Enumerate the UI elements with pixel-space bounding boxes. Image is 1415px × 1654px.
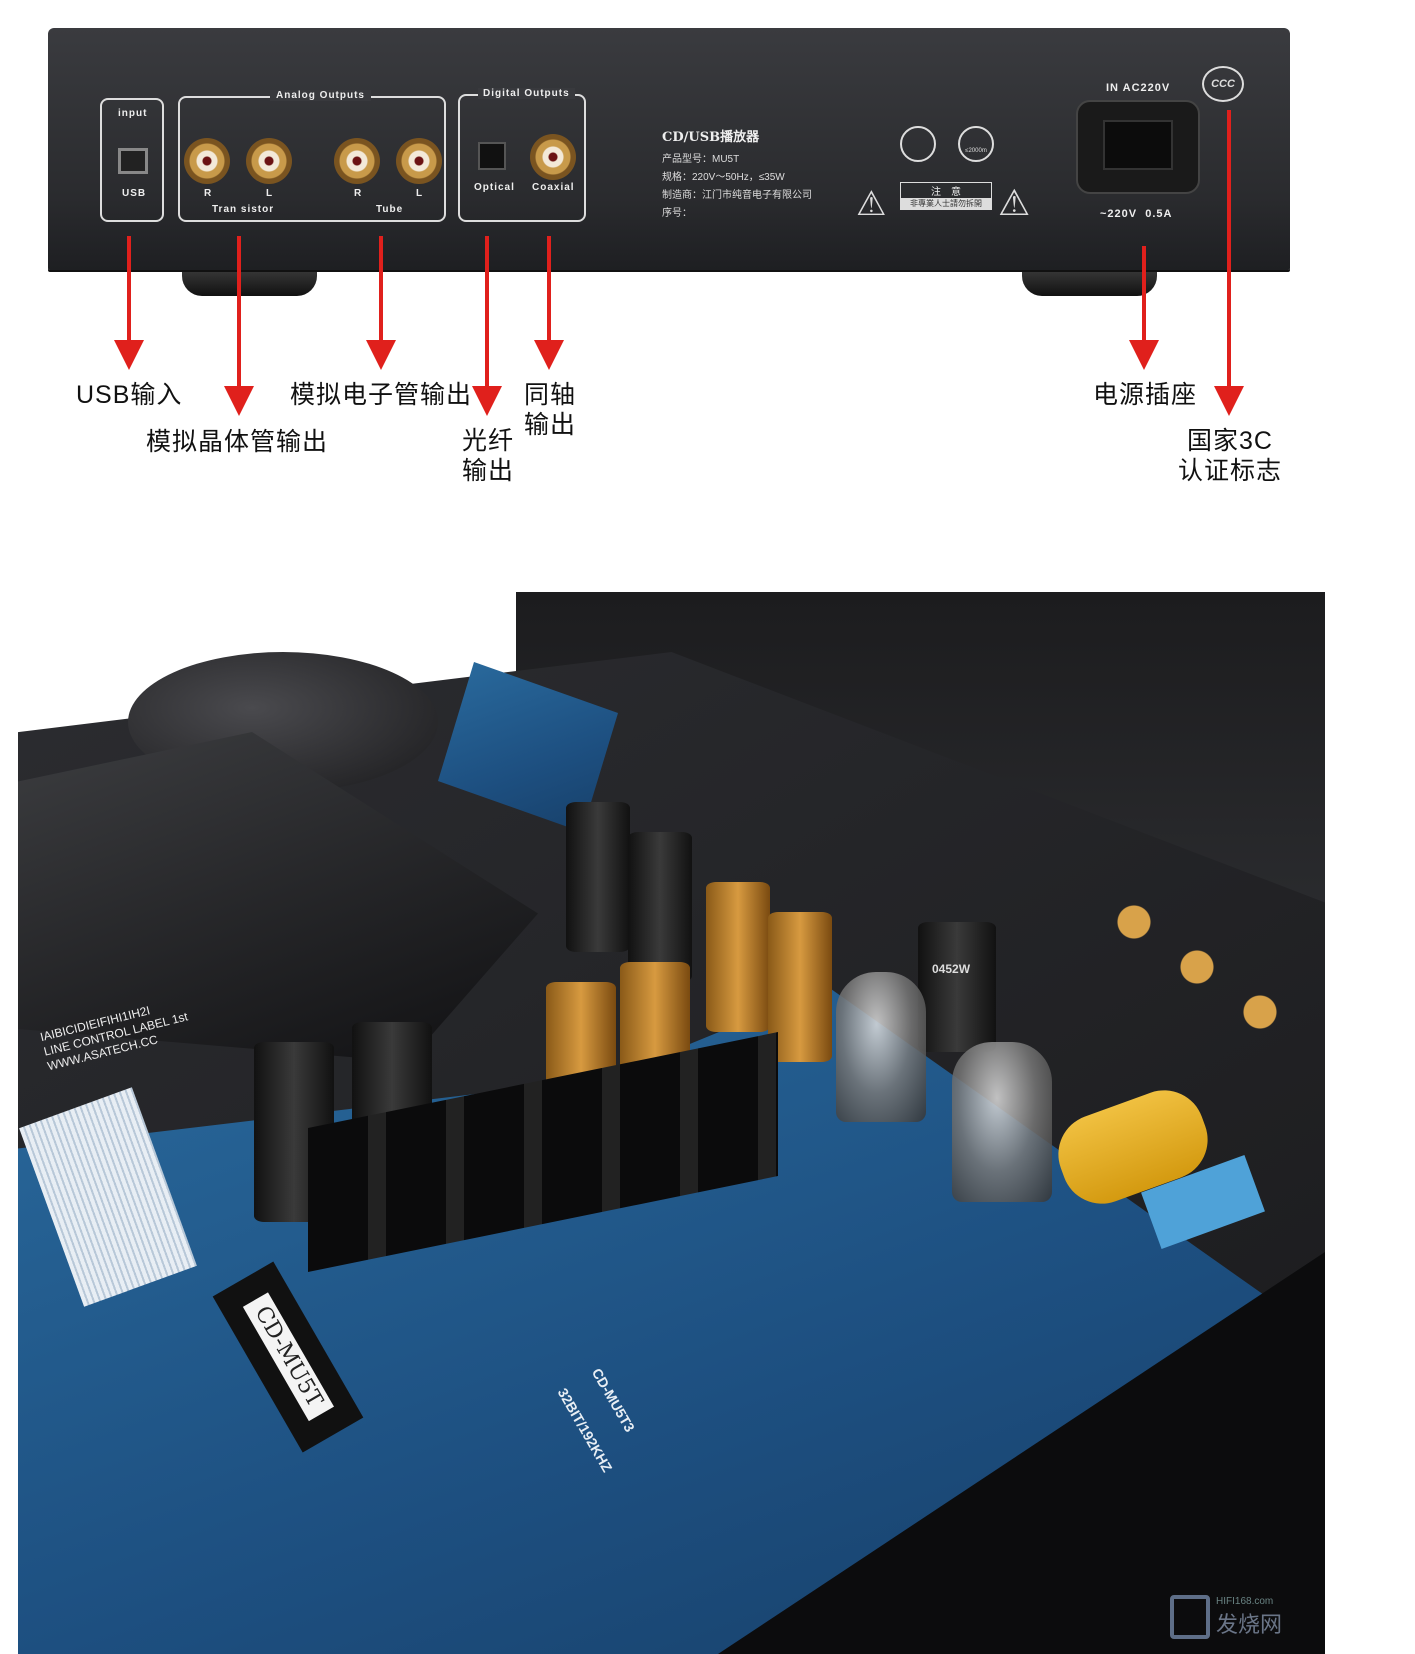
- callout-optical-line2: 输出: [462, 457, 515, 485]
- warning-lightning-icon: ⚠: [856, 185, 887, 223]
- capacitor: [768, 912, 832, 1062]
- analog-outputs-group: Analog Outputs R L Tran sistor R L Tube: [178, 90, 446, 222]
- ccc-mark-icon: CCC: [1202, 66, 1244, 102]
- rear-panel: input USB Analog Outputs R L Tran sistor…: [48, 28, 1290, 270]
- callout-power-socket: 电源插座: [1093, 381, 1198, 409]
- digital-outputs-group: Digital Outputs Optical Coaxial: [458, 88, 586, 222]
- capacitor: [566, 802, 630, 952]
- label-l: L: [266, 188, 274, 199]
- label-r: R: [204, 188, 213, 199]
- serial-text: 序号：: [662, 208, 692, 219]
- tube-label: Tube: [376, 204, 404, 215]
- usb-label: USB: [122, 188, 147, 199]
- callout-ccc-line2: 认证标志: [1178, 457, 1283, 485]
- vacuum-tube: [836, 972, 926, 1122]
- arrow-transistor: [224, 236, 254, 416]
- coaxial-label: Coaxial: [532, 182, 575, 193]
- model-text: 产品型号：MU5T: [662, 154, 740, 165]
- caution-title: 注 意: [931, 187, 961, 198]
- watermark-logo-icon: [1170, 1595, 1210, 1639]
- callout-coaxial: 同轴输出: [524, 380, 576, 440]
- arrow-ccc: [1214, 110, 1244, 416]
- power-socket: [1076, 100, 1200, 194]
- label-r: R: [354, 188, 363, 199]
- rca-transistor-r: [184, 138, 230, 184]
- transistor-label: Tran sistor: [212, 204, 275, 215]
- altitude-text: ≤2000m: [965, 148, 987, 154]
- label-l: L: [416, 188, 424, 199]
- callout-optical: 光纤输出: [462, 426, 514, 486]
- optical-port: [478, 142, 506, 170]
- arrow-power: [1129, 246, 1159, 370]
- callout-ccc-line1: 国家3C: [1187, 427, 1273, 455]
- watermark-site: HIFI168.com: [1216, 1595, 1274, 1607]
- power-rating-label: ~220V 0.5A: [1100, 208, 1173, 220]
- usb-port: [118, 148, 148, 174]
- capacitor-mark: 0452W: [932, 962, 971, 976]
- callout-analog-tube: 模拟电子管输出: [290, 381, 473, 409]
- input-group: input USB: [100, 98, 164, 222]
- spec-block: CD/USB播放器 产品型号：MU5T 规格：220V～50Hz，≤35W 制造…: [662, 126, 812, 223]
- arrow-optical: [472, 236, 502, 416]
- warning-icon: ⚠: [998, 182, 1031, 223]
- arrow-coaxial: [534, 236, 564, 370]
- callout-coaxial-line2: 输出: [524, 411, 577, 439]
- rca-transistor-l: [246, 138, 292, 184]
- callout-usb-input: USB输入: [76, 381, 183, 409]
- capacitor: 0452W: [918, 922, 996, 1052]
- analog-outputs-label: Analog Outputs: [270, 90, 371, 101]
- rca-jacks-internal: [1098, 892, 1278, 1042]
- digital-outputs-label: Digital Outputs: [478, 88, 575, 99]
- watermark: HIFI168.com 发烧网: [1170, 1595, 1282, 1639]
- callout-optical-line1: 光纤: [462, 427, 515, 455]
- capacitor: [628, 832, 692, 982]
- caution-label: 注 意 非專業人士請勿拆開: [900, 182, 992, 210]
- watermark-name: 发烧网: [1216, 1611, 1283, 1637]
- arrow-usb: [114, 236, 144, 370]
- arrow-tube: [366, 236, 396, 370]
- product-name: CD/USB播放器: [662, 130, 760, 145]
- vacuum-tube: [952, 1042, 1052, 1202]
- caution-text: 非專業人士請勿拆開: [901, 198, 991, 209]
- ccc-text: CCC: [1211, 78, 1235, 90]
- rca-tube-r: [334, 138, 380, 184]
- rca-tube-l: [396, 138, 442, 184]
- callout-coaxial-line1: 同轴: [524, 381, 577, 409]
- altitude-icon: ≤2000m: [958, 126, 994, 162]
- callout-analog-transistor: 模拟晶体管输出: [146, 428, 329, 456]
- optical-label: Optical: [474, 182, 515, 193]
- spec-text: 规格：220V～50Hz，≤35W: [662, 172, 785, 183]
- power-in-label: IN AC220V: [1106, 82, 1171, 94]
- capacitor: [706, 882, 770, 1032]
- maker-text: 制造商：江门市纯音电子有限公司: [662, 190, 812, 201]
- internal-photo: IAIBICIDIEIFIHI1IH2I LINE CONTROL LABEL …: [18, 592, 1325, 1654]
- no-humidity-icon: [900, 126, 936, 162]
- input-label: input: [118, 108, 148, 119]
- rca-coaxial: [530, 134, 576, 180]
